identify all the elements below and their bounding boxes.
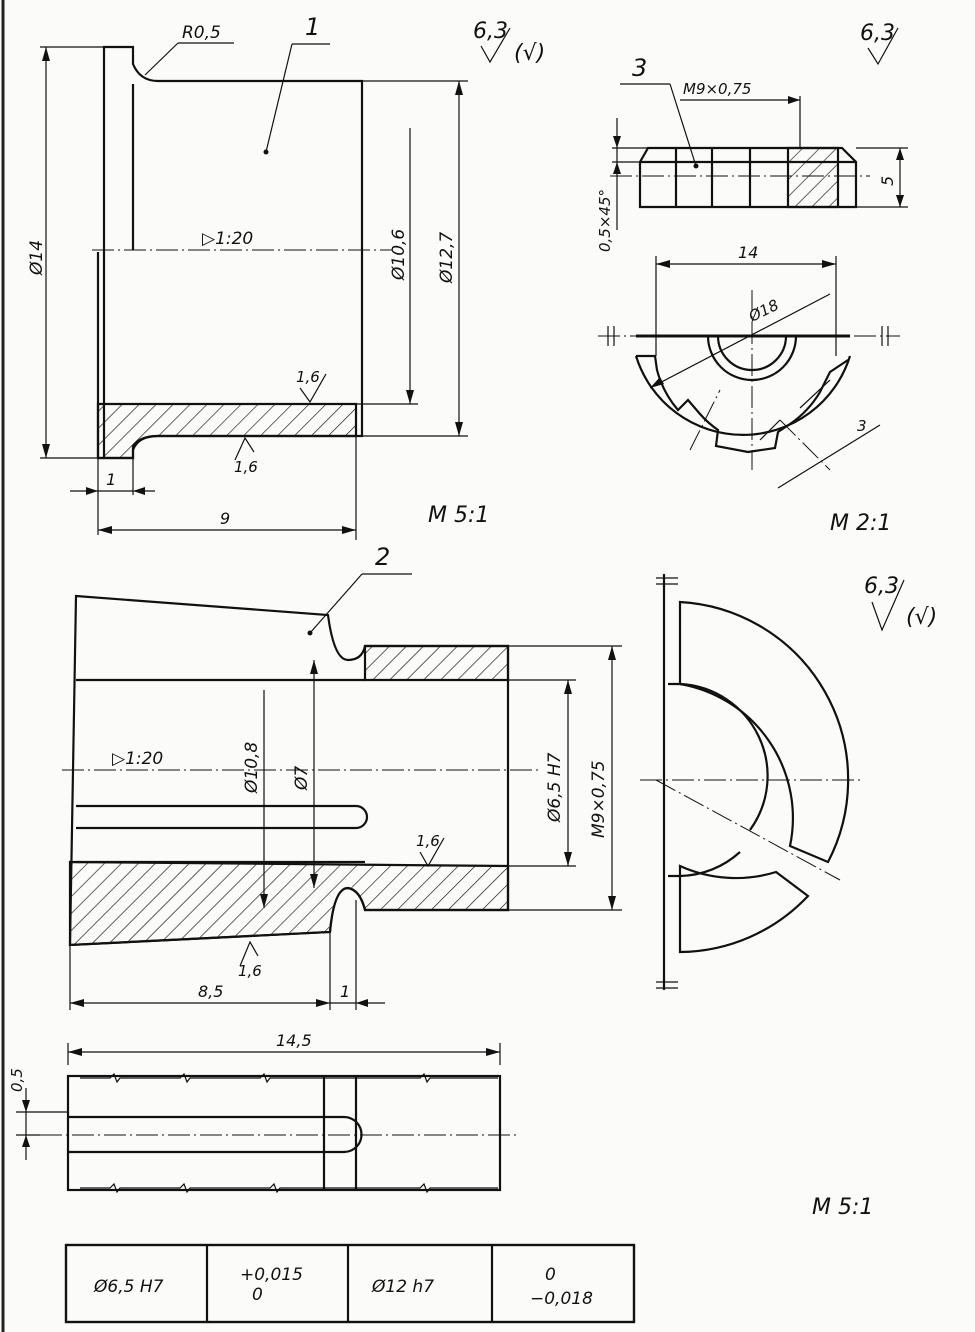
table-cell-dia-12: Ø12 h7 xyxy=(371,1277,434,1297)
dia18-dim-line xyxy=(649,293,831,389)
part-1-roughness-extra: (√) xyxy=(514,41,545,66)
bottom-view-break-bottom xyxy=(80,1182,498,1194)
part-3-slot: 3 xyxy=(857,417,867,435)
dia18-arrow xyxy=(650,377,664,388)
part-2-hatch-bottom xyxy=(68,860,510,947)
part-2-roughness-icon xyxy=(871,579,905,632)
part-1-taper: ▷1:20 xyxy=(202,229,253,249)
part-2-leader-dot xyxy=(307,630,313,636)
end-view-axis-slot xyxy=(655,779,841,881)
dia10-8-arrow xyxy=(260,894,268,908)
slot-dim-line xyxy=(777,424,881,489)
part-2-roughness-extra: (√) xyxy=(906,605,937,630)
part-1-drawing: 1 R0,5 6,3 (√) Ø14 ▷1:20 Ø10,6 Ø12,7 1,6… xyxy=(27,13,545,540)
end-view-outer-arc-bottom xyxy=(678,864,810,954)
part-1-rough-a: 1,6 xyxy=(296,368,320,386)
part-2-rough-a-icon xyxy=(419,837,445,868)
part-1-leader xyxy=(265,43,293,153)
part-3-drawing: 6,3 3 M9×0,75 0,5×45° 5 xyxy=(596,21,908,536)
part-2-dim-8-5: 8,5 xyxy=(198,982,223,1001)
part-2-leader xyxy=(309,573,363,634)
radius-label: R0,5 xyxy=(182,23,221,43)
part-2-dia-7: Ø7 xyxy=(292,766,312,791)
part-1-dim-9: 9 xyxy=(220,509,230,528)
part-1-roughness-value: 6,3 xyxy=(473,19,508,44)
part-2-dim-14-5: 14,5 xyxy=(276,1031,312,1050)
slot-ext-1 xyxy=(759,419,781,441)
chamfer-arrows xyxy=(613,136,621,174)
part-3-height: 5 xyxy=(878,176,897,186)
part-2-thread: M9×0,75 xyxy=(589,760,609,838)
table-cell-lower-6-5: 0 xyxy=(252,1285,263,1305)
part-2-taper: ▷1:20 xyxy=(112,749,163,769)
part-2-slot xyxy=(76,804,369,830)
table-cell-upper-6-5: +0,015 xyxy=(240,1265,303,1285)
part-1-rough-b-icon xyxy=(234,436,255,461)
dia10-6-arrow xyxy=(406,390,414,404)
slot-ext-2 xyxy=(799,379,831,409)
part-2-rough-b: 1,6 xyxy=(238,962,262,980)
tolerance-table: Ø6,5 H7 +0,015 0 Ø12 h7 0 −0,018 xyxy=(64,1243,636,1324)
dia10-6-label: Ø10,6 xyxy=(389,229,409,281)
part-1-number: 1 xyxy=(305,13,320,41)
dim0-5-arrows xyxy=(22,1100,30,1147)
dia12-7-label: Ø12,7 xyxy=(437,232,457,284)
part-3-roughness-icon xyxy=(867,27,899,66)
part-3-width: 14 xyxy=(738,243,758,262)
part-2-roughness-value: 6,3 xyxy=(864,574,899,599)
nut-top-arc xyxy=(634,355,852,436)
nut-slot-axis-2 xyxy=(779,419,831,471)
table-cell-dia-6-5: Ø6,5 H7 xyxy=(93,1277,164,1297)
nut-top-outline xyxy=(636,354,849,454)
part-2-dim-1: 1 xyxy=(340,982,350,1001)
end-view-inner-arc xyxy=(668,682,769,878)
table-border xyxy=(64,1243,636,1324)
dia14-label: Ø14 xyxy=(27,240,47,276)
nut-section-hatch xyxy=(786,146,840,209)
part-1-rough-a-icon xyxy=(299,373,327,404)
height-arrows xyxy=(896,148,904,207)
part-1-leader-dot xyxy=(263,149,269,155)
dim1-arrows xyxy=(86,487,145,495)
part-2-rough-b-icon xyxy=(239,940,259,967)
part-3-leader xyxy=(669,83,697,167)
part-1-scale: M 5:1 xyxy=(428,503,489,528)
part-3-thread: M9×0,75 xyxy=(683,80,751,98)
part-1-dim-1: 1 xyxy=(106,470,116,489)
part-3-roughness-value: 6,3 xyxy=(860,21,895,46)
part-2-hatch-top xyxy=(363,644,510,682)
part-2-number: 2 xyxy=(375,543,390,571)
bottom-view-outline xyxy=(66,1074,502,1192)
part-1-outline xyxy=(102,45,364,460)
part-3-chamfer: 0,5×45° xyxy=(596,189,614,252)
radius-leader xyxy=(144,42,179,76)
end-view-outer-arc-top xyxy=(678,600,850,864)
part-1-rough-b: 1,6 xyxy=(234,458,258,476)
part-2-dia-10-8: Ø10,8 xyxy=(242,742,262,794)
table-cell-lower-12: −0,018 xyxy=(530,1289,593,1309)
thread-arrow xyxy=(788,96,800,104)
part-2-rough-a: 1,6 xyxy=(416,832,440,850)
nut-slot-axis-1 xyxy=(689,389,721,451)
part-2-dia-6-5: Ø6,5 H7 xyxy=(545,752,565,823)
bottom-view-break-top xyxy=(80,1072,498,1084)
part-2-scale: M 5:1 xyxy=(812,1195,873,1220)
part-1-section-hatch xyxy=(96,402,358,460)
part-3-scale: M 2:1 xyxy=(830,511,891,536)
part-2-drawing: 2 6,3 (√) ▷1:20 Ø10,8 Ø7 Ø6,5 H7 xyxy=(8,543,937,1220)
part-3-number: 3 xyxy=(632,54,647,82)
part-1-roughness-icon xyxy=(480,27,511,64)
part-3-leader-dot xyxy=(693,163,699,169)
part-2-dim-0-5: 0,5 xyxy=(8,1068,26,1092)
table-cell-upper-12: 0 xyxy=(545,1265,556,1285)
